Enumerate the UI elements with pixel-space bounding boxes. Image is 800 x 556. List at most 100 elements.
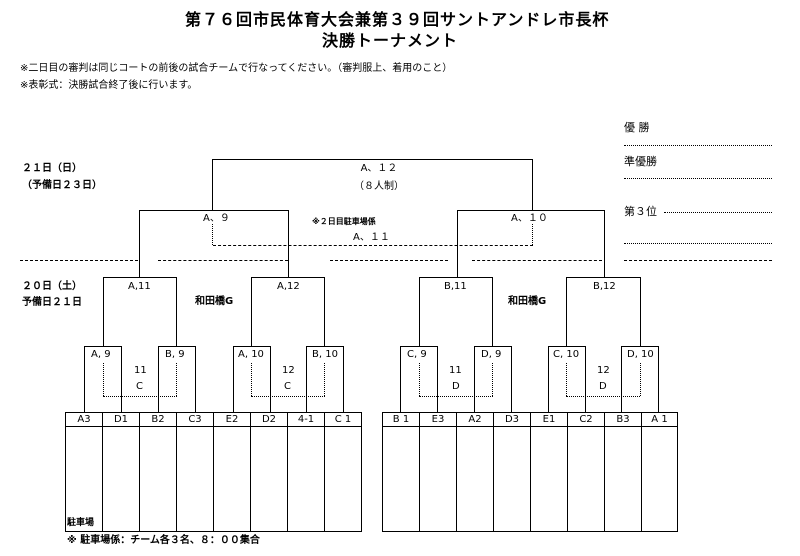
team-cell: D3	[494, 413, 531, 426]
match-c9-label: C, 9	[407, 349, 427, 360]
team-col-divider	[250, 426, 251, 531]
qf-left2-legA	[251, 277, 252, 346]
final-left-leg	[212, 159, 213, 210]
match3-dot-left	[419, 363, 420, 396]
team-col-divider	[493, 426, 494, 531]
qf-left1-legB	[176, 277, 177, 346]
match-box-d10	[621, 346, 659, 413]
match4-court: D	[599, 381, 607, 392]
match-box-d9	[474, 346, 512, 413]
runner-up-line	[624, 178, 772, 179]
day2-reserve: （予備日２３日）	[22, 180, 102, 191]
team-col-divider	[419, 426, 420, 531]
parking-duty-note: ※２日目駐車場係	[312, 217, 376, 226]
semi-left-leg-a	[139, 210, 140, 256]
referee-note: ※二日目の審判は同じコートの前後の試合チームで行なってください。（審判服上、着用…	[20, 63, 453, 74]
qf-right1-legA	[419, 277, 420, 346]
match4-dotted-link	[566, 396, 640, 397]
team-cell: E3	[420, 413, 457, 426]
final-match-label: A、１２	[360, 163, 398, 174]
qf-left2-top	[288, 256, 289, 277]
match-d9-label: D, 9	[481, 349, 502, 360]
match3-dot-right	[492, 363, 493, 396]
third-match-line	[213, 245, 533, 246]
team-cell: A 1	[651, 414, 668, 425]
team-cell: A2	[457, 413, 494, 426]
day-separator-3	[330, 260, 448, 261]
team-cell: E1	[531, 413, 568, 426]
team-cell: D1	[103, 413, 140, 426]
match4-dot-left	[566, 363, 567, 396]
team-cell: C 1	[334, 414, 352, 425]
page-subtitle: 決勝トーナメント	[322, 31, 459, 50]
third-place-line-2	[624, 243, 772, 244]
qf-right2-legA	[566, 277, 567, 346]
team-cell: B3	[605, 413, 642, 426]
final-right-leg	[532, 159, 533, 210]
team-col-divider	[456, 426, 457, 531]
match3-court: D	[452, 381, 460, 392]
team-col-divider	[641, 426, 642, 531]
match2-court: C	[284, 381, 291, 392]
match1-dotted-link	[103, 396, 177, 397]
parking-duty-footer: ※ 駐車場係：チーム各３名、８：００集合	[67, 535, 260, 546]
qf-right1-legB	[492, 277, 493, 346]
team-col-divider	[567, 426, 568, 531]
match4-dot-right	[640, 363, 641, 396]
qf-left2-legB	[324, 277, 325, 346]
match2-dot-right	[324, 363, 325, 396]
parking-label: 駐車場	[67, 518, 95, 528]
team-cell: E2	[214, 413, 251, 426]
day1-date: ２０日（土）	[22, 281, 82, 292]
venue-right: 和田橋G	[508, 296, 547, 307]
day2-date: ２１日（日）	[22, 163, 82, 174]
team-cell: B2	[140, 413, 177, 426]
team-col-divider	[530, 426, 531, 531]
third-match-right	[532, 224, 533, 245]
team-cell: D2	[251, 413, 288, 426]
qf-right1-top	[457, 256, 458, 277]
match2-dot-left	[251, 363, 252, 396]
team-col-divider	[287, 426, 288, 531]
semi-right-label: A、１０	[511, 213, 548, 224]
day-separator-4	[472, 260, 602, 261]
semi-right-bar	[457, 210, 604, 211]
team-cell: B 1	[383, 413, 420, 426]
match1-dot-left	[103, 363, 104, 396]
day-separator-2	[158, 260, 288, 261]
team-cell: A3	[66, 413, 103, 426]
final-format: （８人制）	[354, 181, 404, 192]
qf-right2-legB	[640, 277, 641, 346]
match-a10-label: A, 10	[238, 349, 264, 360]
team-col-divider	[176, 426, 177, 531]
qf-right2-top	[604, 256, 605, 277]
match2-num: 12	[282, 365, 295, 376]
day-separator-1	[20, 260, 138, 261]
semi-left-leg-b	[288, 210, 289, 256]
winner-line	[624, 145, 772, 146]
qf-left1-legA	[103, 277, 104, 346]
match2-dotted-link	[251, 396, 325, 397]
match4-num: 12	[597, 365, 610, 376]
qf-left1-bar	[103, 277, 177, 278]
team-col-divider	[139, 426, 140, 531]
third-match-left	[212, 224, 213, 245]
match-b10-label: B, 10	[312, 349, 338, 360]
qf-right1-label: B,11	[444, 281, 467, 292]
third-match-label: A、１１	[353, 232, 390, 243]
day1-reserve: 予備日２１日	[22, 297, 82, 308]
match3-dotted-link	[419, 396, 493, 397]
qf-left2-label: A,12	[277, 281, 300, 292]
qf-right1-bar	[419, 277, 493, 278]
team-cell: C3	[177, 413, 214, 426]
match1-dot-right	[176, 363, 177, 396]
team-col-divider	[604, 426, 605, 531]
team-col-divider	[102, 426, 103, 531]
semi-left-label: A、９	[203, 213, 230, 224]
page-title: 第７６回市民体育大会兼第３９回サントアンドレ市長杯	[185, 10, 610, 29]
day-separator-5	[624, 260, 772, 261]
semi-right-leg-b	[604, 210, 605, 256]
team-grid-left: A3 D1 B2 C3 E2 D2 4-1 C 1	[65, 412, 362, 532]
qf-left2-bar	[251, 277, 325, 278]
qf-right2-label: B,12	[593, 281, 616, 292]
